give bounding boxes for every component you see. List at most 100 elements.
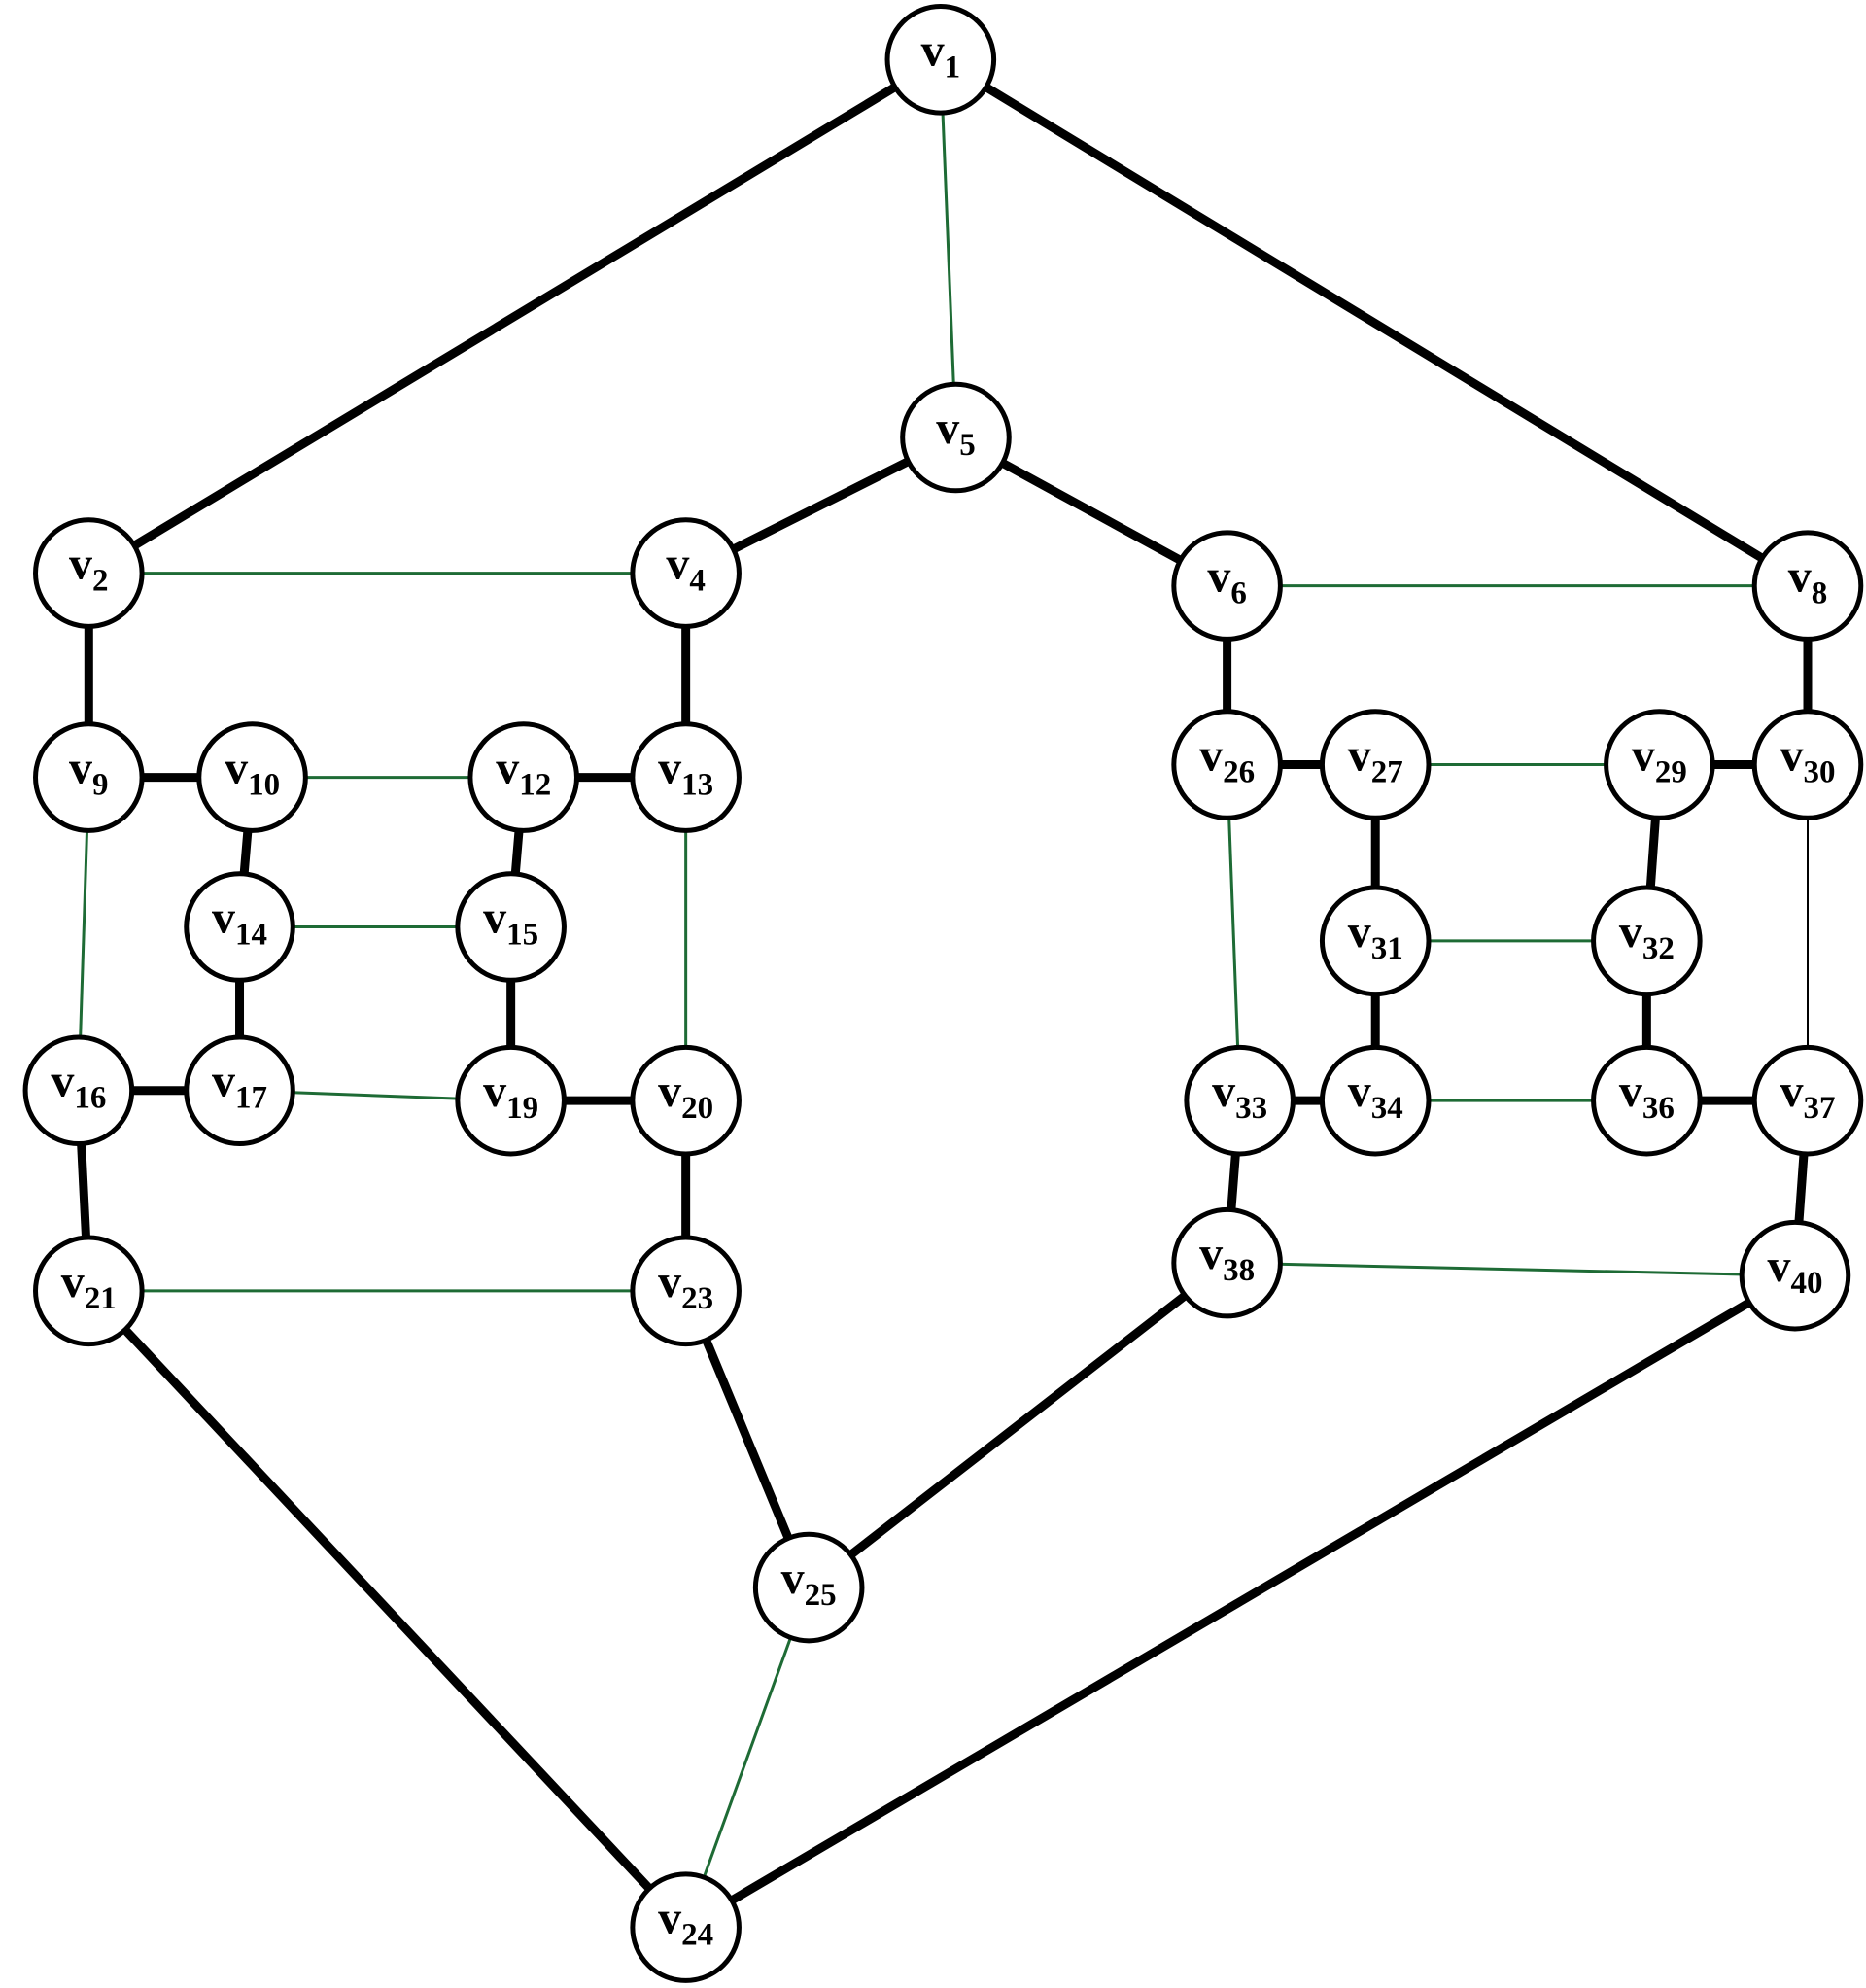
- node-circle: [1319, 885, 1432, 997]
- node-v10: v10: [196, 721, 308, 833]
- edge-v25-v38: [806, 1259, 1230, 1591]
- node-label: v38: [1199, 1228, 1255, 1288]
- node-label: v36: [1619, 1065, 1675, 1126]
- node-v23: v23: [630, 1235, 742, 1347]
- node-label-subscript: 24: [681, 1918, 713, 1953]
- node-label-letter: v: [1632, 730, 1655, 782]
- node-label-subscript: 10: [248, 768, 280, 803]
- node-circle: [1751, 530, 1864, 642]
- node-label-letter: v: [1619, 906, 1642, 958]
- node-circle: [196, 721, 308, 833]
- node-label-letter: v: [483, 891, 506, 943]
- node-label: v12: [496, 743, 551, 803]
- node-label-subscript: 26: [1223, 755, 1255, 790]
- node-circle: [1171, 1206, 1283, 1319]
- node-label: v34: [1348, 1065, 1403, 1126]
- node-v31: v31: [1319, 885, 1432, 997]
- node-label-subscript: 23: [681, 1281, 713, 1316]
- node-v29: v29: [1604, 709, 1715, 820]
- node-label-subscript: 31: [1371, 931, 1403, 966]
- node-v17: v17: [184, 1034, 295, 1147]
- node-label-letter: v: [658, 1256, 681, 1308]
- edge-v1-v5: [939, 59, 957, 438]
- node-label: v2: [69, 539, 109, 599]
- node-v5: v5: [900, 381, 1012, 494]
- node-label-letter: v: [1788, 551, 1812, 603]
- node-v27: v27: [1319, 709, 1432, 820]
- node-label: v24: [658, 1893, 713, 1953]
- node-label-subscript: 32: [1642, 931, 1675, 966]
- node-label-letter: v: [781, 1552, 805, 1604]
- node-label-letter: v: [658, 1065, 681, 1117]
- node-label: v15: [483, 891, 538, 952]
- node-label-letter: v: [1199, 730, 1223, 782]
- node-circle: [1171, 709, 1283, 820]
- node-circle: [184, 1034, 295, 1147]
- edge-v1-v2: [86, 55, 944, 577]
- edge-v26-v33: [1226, 764, 1242, 1101]
- node-label: v40: [1767, 1240, 1822, 1301]
- edge-v25-v24: [684, 1587, 811, 1929]
- node-circle: [630, 1044, 742, 1157]
- node-circle: [33, 721, 145, 833]
- node-circle: [630, 721, 742, 833]
- node-v40: v40: [1739, 1219, 1851, 1332]
- node-label: v26: [1199, 730, 1255, 790]
- node-label-subscript: 8: [1812, 576, 1828, 611]
- node-label-letter: v: [61, 1256, 85, 1308]
- node-label-letter: v: [1212, 1065, 1235, 1117]
- node-label-letter: v: [921, 24, 945, 76]
- node-circle: [33, 517, 145, 629]
- node-v8: v8: [1751, 530, 1864, 642]
- edges-layer: [74, 55, 1813, 1932]
- node-v36: v36: [1591, 1044, 1703, 1157]
- node-v20: v20: [630, 1044, 742, 1157]
- node-circle: [752, 1531, 865, 1644]
- node-v4: v4: [630, 517, 742, 629]
- node-label: v19: [483, 1065, 538, 1126]
- node-label: v6: [1207, 551, 1247, 611]
- node-label: v13: [658, 743, 713, 803]
- node-v37: v37: [1751, 1044, 1864, 1157]
- node-label-subscript: 21: [85, 1281, 117, 1316]
- node-v30: v30: [1751, 709, 1864, 820]
- node-label: v33: [1212, 1065, 1267, 1126]
- node-label-letter: v: [51, 1056, 74, 1107]
- node-label: v9: [69, 743, 109, 803]
- node-v24: v24: [630, 1871, 742, 1983]
- node-label-letter: v: [1207, 551, 1230, 603]
- node-v25: v25: [752, 1531, 865, 1644]
- node-label-subscript: 12: [519, 768, 551, 803]
- node-label-letter: v: [1619, 1065, 1642, 1117]
- node-label: v32: [1619, 906, 1675, 966]
- node-label: v30: [1780, 730, 1836, 790]
- node-circle: [455, 1044, 567, 1157]
- node-label: v29: [1632, 730, 1687, 790]
- node-circle: [184, 871, 295, 983]
- node-label-letter: v: [496, 743, 519, 794]
- node-circle: [33, 1235, 145, 1347]
- node-circle: [1739, 1219, 1851, 1332]
- node-circle: [1604, 709, 1715, 820]
- node-label-subscript: 1: [945, 50, 961, 85]
- node-label: v37: [1780, 1065, 1836, 1126]
- node-v9: v9: [33, 721, 145, 833]
- node-label-letter: v: [1348, 1065, 1371, 1117]
- edge-v38-v40: [1227, 1261, 1795, 1277]
- node-circle: [1751, 1044, 1864, 1157]
- node-label-letter: v: [1348, 730, 1371, 782]
- node-circle: [22, 1034, 135, 1147]
- node-label-subscript: 15: [506, 917, 538, 952]
- node-label: v16: [51, 1056, 106, 1116]
- node-circle: [630, 517, 742, 629]
- node-label-subscript: 40: [1790, 1266, 1822, 1301]
- node-label: v1: [921, 24, 961, 85]
- node-v26: v26: [1171, 709, 1283, 820]
- node-v2: v2: [33, 517, 145, 629]
- node-label: v31: [1348, 906, 1403, 966]
- node-circle: [630, 1235, 742, 1347]
- node-label-subscript: 20: [681, 1091, 713, 1126]
- node-label-letter: v: [212, 1056, 235, 1107]
- node-label-letter: v: [658, 743, 681, 794]
